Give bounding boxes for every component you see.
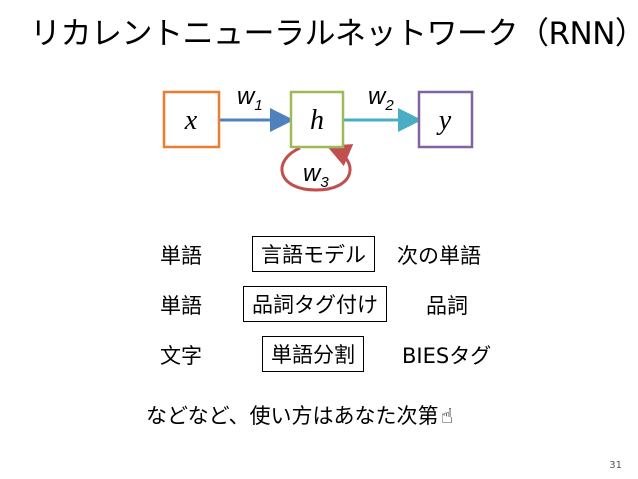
edge-w1-subscript: 1 (254, 97, 262, 114)
node-y-box (417, 90, 474, 149)
row2-output: 品詞 (426, 294, 468, 318)
node-h-label: h (310, 105, 324, 136)
edge-w2-subscript: 2 (384, 97, 394, 114)
page-number: 31 (609, 460, 622, 471)
row3-input: 文字 (160, 344, 202, 368)
edge-w3-letter: w (303, 160, 322, 187)
pointer-icon: ☝ (440, 404, 454, 428)
row2-input: 単語 (160, 294, 202, 318)
node-h-box (289, 90, 345, 149)
edge-w3-label: w3 (303, 160, 329, 191)
row1-task: 言語モデル (252, 236, 375, 272)
footer-text: などなど、使い方はあなた次第☝ (146, 400, 453, 430)
node-x-box (162, 90, 221, 149)
slide-title: リカレントニューラルネットワーク（RNN） (30, 16, 638, 52)
edge-w2-label: w2 (368, 83, 394, 114)
edge-w3-loop (280, 144, 354, 192)
row3-task: 単語分割 (262, 336, 364, 372)
edge-w3-subscript: 3 (320, 174, 329, 191)
edge-w2-letter: w (368, 83, 387, 110)
row1-output: 次の単語 (397, 244, 481, 268)
node-y-label: y (436, 105, 452, 136)
row2-task: 品詞タグ付け (243, 286, 387, 322)
footer-label: などなど、使い方はあなた次第 (146, 404, 439, 428)
node-x-label: x (184, 105, 198, 136)
edge-w1-label: w1 (237, 83, 263, 114)
row1-input: 単語 (160, 244, 202, 268)
row3-output: BIESタグ (402, 344, 492, 368)
edge-w1-letter: w (237, 83, 256, 110)
